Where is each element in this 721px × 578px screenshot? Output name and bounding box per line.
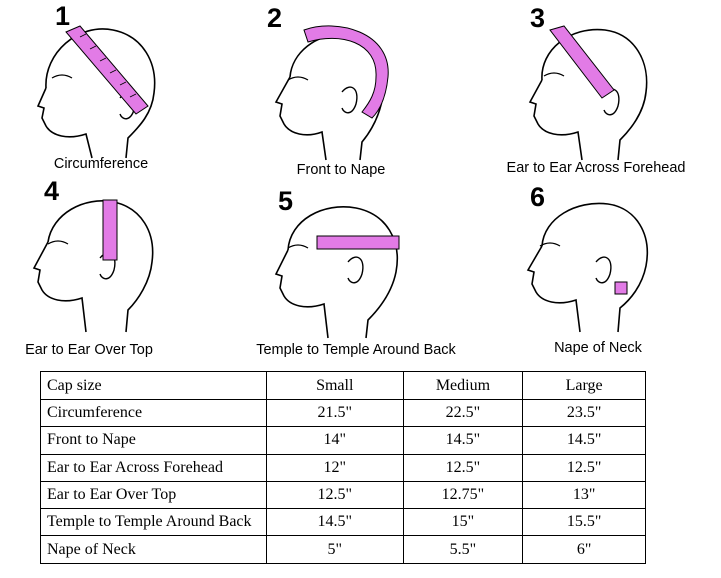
table-cell: 12.5" [402,453,524,482]
table-cell: 22.5" [402,398,524,428]
table-cell: 5" [265,535,404,564]
measurement-label: Ear to Ear Across Forehead [40,453,267,482]
head-illustration [36,25,156,159]
table-cell: 23.5" [522,398,646,428]
figure-number: 3 [530,3,546,33]
figure-caption: Front to Nape [296,162,386,178]
table-cell: 12" [265,453,404,482]
head-illustration [32,199,154,333]
figure-number: 2 [267,3,283,33]
table-cell: 14" [265,426,404,455]
table-row: Front to Nape 14" 14.5" 14.5" [40,426,646,455]
table-header: Cap size [40,371,267,400]
table-cell: 12.5" [522,453,646,482]
head-illustration [274,25,389,161]
head-illustration [528,25,648,161]
measurement-label: Front to Nape [40,426,267,455]
table-row: Circumference 21.5" 22.5" 23.5" [40,398,646,428]
table-cell: 14.5" [402,426,524,455]
figure-caption: Nape of Neck [554,340,642,356]
table-header-row: Cap size Small Medium Large [40,371,646,400]
figure-caption: Ear to Ear Over Top [25,342,153,358]
figure-caption: Circumference [53,156,149,172]
cap-size-table: Cap size Small Medium Large Circumferenc… [40,371,646,564]
measuring-tape [549,25,615,99]
figure-caption: Ear to Ear Across Forehead [506,160,686,176]
table-cell: 14.5" [265,508,404,537]
table-cell: 15" [402,508,524,537]
table-cell: 6" [522,535,646,564]
head-illustration [274,206,400,339]
figure-number: 4 [44,176,60,206]
table-cell: 15.5" [522,508,646,537]
measuring-tape [316,235,400,250]
table-cell: 14.5" [522,426,646,455]
table-header: Small [265,371,404,400]
head-illustration [526,202,648,333]
table-header: Medium [402,371,524,400]
table-row: Ear to Ear Across Forehead 12" 12.5" 12.… [40,453,646,482]
table-row: Ear to Ear Over Top 12.5" 12.75" 13" [40,480,646,510]
figure-caption: Temple to Temple Around Back [256,342,456,358]
measurement-label: Nape of Neck [40,535,267,564]
table-row: Nape of Neck 5" 5.5" 6" [40,535,646,564]
table-header: Large [522,371,646,400]
figure-number: 1 [55,1,71,31]
figure-number: 6 [530,182,546,212]
measuring-tape [65,25,149,115]
figure-number: 5 [278,186,294,216]
table-cell: 12.5" [265,480,404,510]
measuring-tape [614,281,628,295]
measurement-label: Circumference [40,398,267,428]
measuring-tape [303,25,389,119]
table-cell: 12.75" [402,480,524,510]
measurement-label: Ear to Ear Over Top [40,480,267,510]
measurement-label: Temple to Temple Around Back [40,508,267,537]
measuring-tape [102,199,118,261]
table-cell: 5.5" [402,535,524,564]
table-cell: 21.5" [265,398,404,428]
table-cell: 13" [522,480,646,510]
table-row: Temple to Temple Around Back 14.5" 15" 1… [40,508,646,537]
